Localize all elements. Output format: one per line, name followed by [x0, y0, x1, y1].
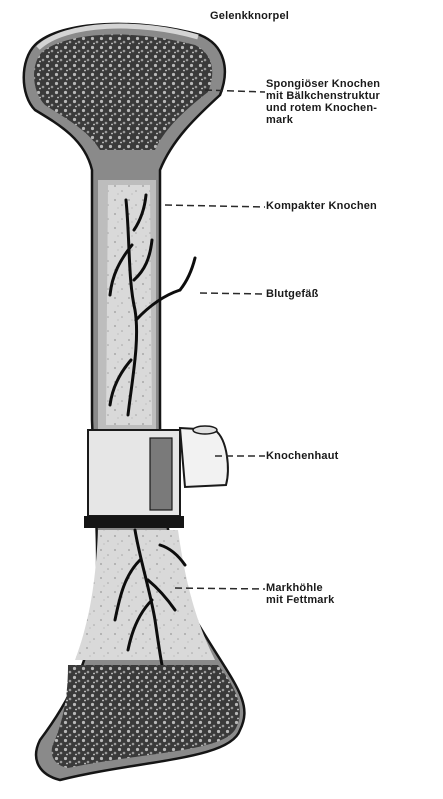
label-markhoehle: Markhöhle mit Fettmark — [266, 582, 334, 606]
label-gelenkknorpel: Gelenkknorpel — [210, 10, 289, 22]
label-knochenhaut: Knochenhaut — [266, 450, 338, 462]
label-spongioser-knochen: Spongiöser Knochen mit Bälkchenstruktur … — [266, 78, 380, 126]
periosteum-band — [84, 430, 184, 528]
periosteum-flap — [180, 428, 228, 487]
label-blutgefaess: Blutgefäß — [266, 288, 319, 300]
lower-spongy-bone — [52, 665, 240, 768]
label-kompakter-knochen: Kompakter Knochen — [266, 200, 377, 212]
upper-spongy-bone — [34, 35, 212, 150]
